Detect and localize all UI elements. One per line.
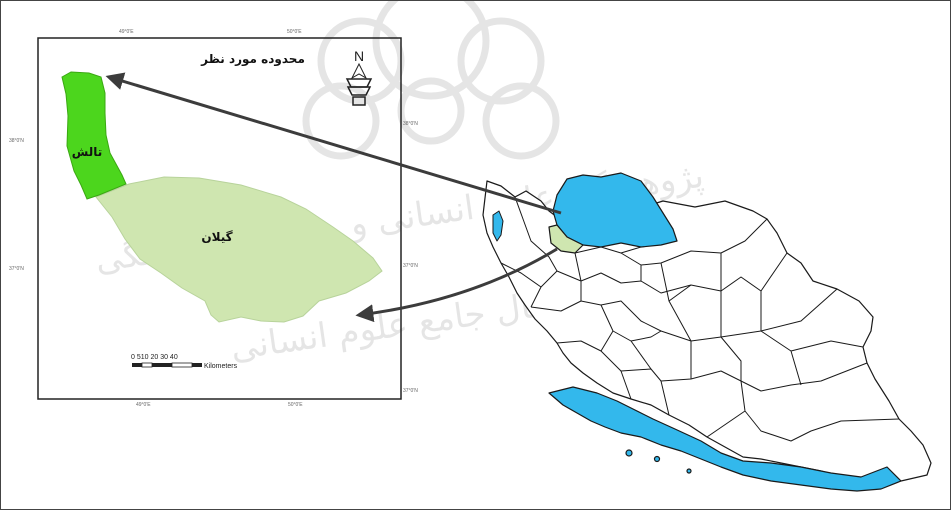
- arrow-to-gilan: [355, 247, 558, 323]
- inset-map-frame: [37, 37, 402, 400]
- island-shape: [625, 449, 633, 457]
- tick-label-right-lower: 37°0'N: [403, 263, 418, 269]
- iran-map: [482, 172, 932, 492]
- gilan-region-shape: [95, 176, 383, 323]
- talesh-region-shape: [61, 71, 127, 200]
- tick-label-left-lower: 37°0'N: [9, 266, 24, 272]
- scale-unit: Kilometers: [204, 363, 238, 370]
- tick-label-bottom-right: 50°0'E: [288, 402, 303, 408]
- tick-label-bottom-left: 49°0'E: [136, 402, 151, 408]
- inset-map-title: محدوده مورد نظر: [200, 52, 305, 67]
- gilan-label: گیلان: [201, 230, 232, 244]
- north-arrow-icon: N: [345, 48, 373, 106]
- hormozgan-province-shape: [548, 386, 902, 492]
- pointer-arrows: [105, 72, 562, 323]
- scale-bar: 0 510 20 30 40 Kilometers: [131, 354, 238, 370]
- tick-label-top-right: 50°0'E: [287, 29, 302, 35]
- inset-map: 49°0'E 50°0'E 49°0'E 50°0'E 38°0'N 37°0'…: [9, 29, 418, 408]
- gilan-province-shape: [548, 224, 584, 254]
- watermark-emblem: [302, 1, 560, 160]
- island-shape: [686, 468, 692, 474]
- arrow-to-talesh: [105, 72, 562, 215]
- island-shape: [653, 455, 661, 463]
- tick-label-left-upper: 38°0'N: [9, 138, 24, 144]
- scale-numbers: 0 510 20 30 40: [131, 354, 178, 361]
- north-letter: N: [354, 48, 364, 64]
- tick-label-right-upper: 38°0'N: [403, 121, 418, 127]
- talesh-label: تالش: [72, 145, 102, 159]
- province-borders: [500, 196, 900, 442]
- tick-label-right-bottom: 37°0'N: [403, 388, 418, 394]
- tick-label-top-left: 49°0'E: [119, 29, 134, 35]
- lake-urmia-shape: [492, 210, 504, 242]
